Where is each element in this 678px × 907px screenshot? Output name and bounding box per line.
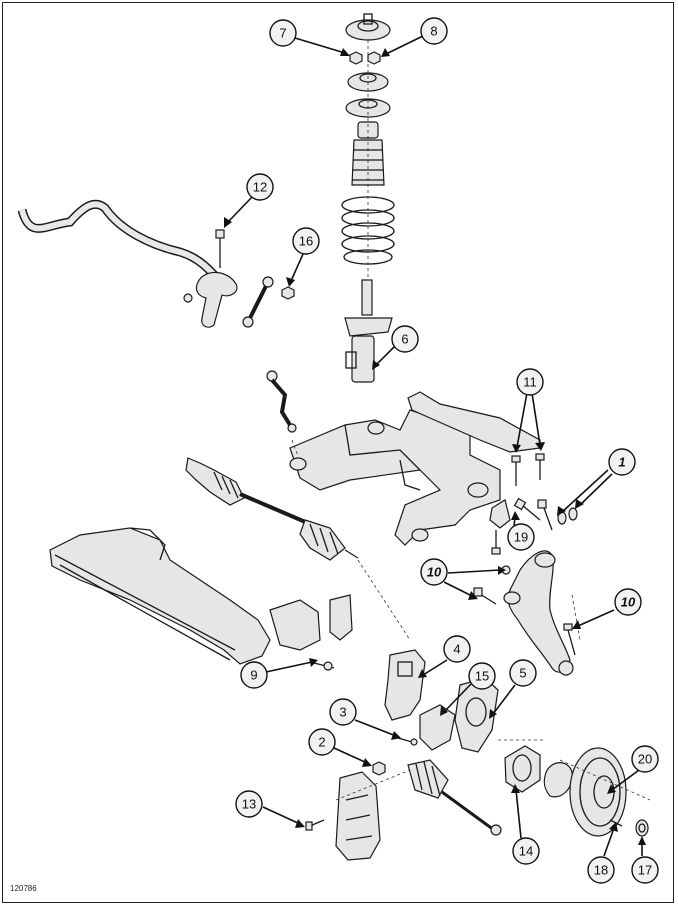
leader-arrows [224, 35, 646, 857]
callout-9: 9 [240, 661, 268, 689]
crossmember-bracket [269, 594, 353, 651]
callout-1: 1 [608, 448, 636, 476]
svg-text:4: 4 [453, 642, 460, 657]
callout-10-left: 10 [420, 558, 448, 586]
callout-8: 8 [420, 17, 448, 45]
coil-spring [341, 196, 395, 265]
callout-11: 11 [516, 368, 544, 396]
callout-18: 18 [587, 856, 615, 884]
svg-text:14: 14 [519, 844, 533, 859]
nut-2 [372, 761, 386, 776]
knuckle-bolt-3 [397, 737, 418, 746]
lower-arm-bolts-1 [513, 497, 578, 531]
strut-nut-7 [349, 51, 363, 65]
callout-5: 5 [509, 659, 537, 687]
callout-15: 15 [468, 662, 496, 690]
svg-text:19: 19 [514, 530, 528, 545]
clamp-nut [183, 293, 193, 303]
stub-axle-carrier-4 [384, 649, 426, 721]
svg-text:5: 5 [519, 666, 526, 681]
tie-bar-bolts-11 [511, 453, 545, 486]
callout-12: 12 [246, 173, 274, 201]
svg-text:2: 2 [318, 735, 325, 750]
figure-reference-code: 120786 [10, 884, 37, 893]
svg-text:18: 18 [594, 863, 608, 878]
svg-text:20: 20 [638, 752, 652, 767]
front-crossmember [49, 527, 271, 665]
heat-shield-13 [335, 769, 411, 861]
svg-text:8: 8 [430, 24, 437, 39]
brake-backplate-15 [419, 704, 456, 751]
shock-absorber [344, 279, 393, 383]
brake-disc-20 [559, 747, 651, 837]
wheel-bearing-hub-14 [498, 739, 545, 793]
svg-text:3: 3 [339, 705, 346, 720]
callout-10-right: 10 [614, 588, 642, 616]
hub-flange [543, 762, 573, 798]
svg-text:6: 6 [401, 332, 408, 347]
callout-19: 19 [507, 523, 535, 551]
svg-text:16: 16 [299, 234, 313, 249]
clamp-bolt-12 [215, 229, 225, 268]
lower-wishbone [503, 550, 581, 676]
anti-roll-bar [17, 199, 232, 294]
strut-top-mount [345, 13, 391, 41]
svg-text:11: 11 [523, 375, 537, 390]
callout-6: 6 [391, 325, 419, 353]
subframe [289, 409, 501, 546]
svg-text:17: 17 [638, 863, 652, 878]
drop-link-upper [266, 370, 297, 433]
callout-20: 20 [631, 745, 659, 773]
drop-link-nut-16 [281, 286, 295, 300]
anti-roll-bar-clamp [195, 271, 238, 328]
callout-13: 13 [235, 790, 263, 818]
callout-7: 7 [269, 19, 297, 47]
callout-2: 2 [308, 728, 336, 756]
driveshaft [185, 457, 411, 641]
hub-nut-17 [635, 819, 649, 837]
svg-text:12: 12 [253, 180, 267, 195]
callout-16: 16 [292, 227, 320, 255]
svg-text:15: 15 [475, 669, 489, 684]
shield-bolt-13 [305, 819, 325, 831]
steering-rack-boot [407, 759, 502, 836]
svg-text:7: 7 [279, 26, 286, 41]
svg-text:13: 13 [242, 797, 256, 812]
callout-4: 4 [443, 635, 471, 663]
strut-nut-8 [367, 51, 381, 65]
drop-link [242, 276, 274, 328]
svg-text:10: 10 [621, 595, 636, 610]
svg-text:9: 9 [250, 668, 257, 683]
svg-text:10: 10 [427, 565, 442, 580]
bracket-19 [489, 499, 511, 555]
callout-3: 3 [329, 698, 357, 726]
callout-14: 14 [512, 837, 540, 865]
callout-17: 17 [631, 856, 659, 884]
svg-text:1: 1 [618, 455, 625, 470]
